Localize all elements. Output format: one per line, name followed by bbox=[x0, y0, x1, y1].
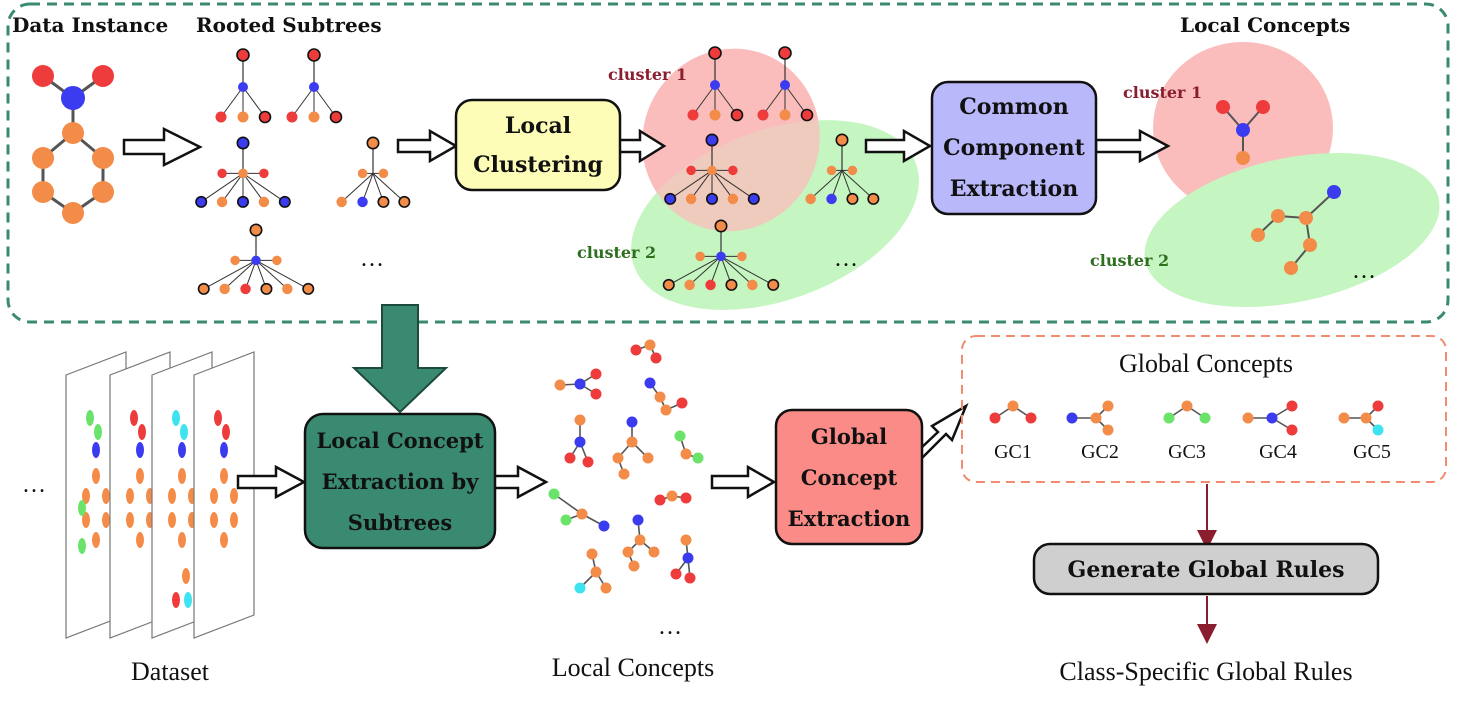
local-concepts-ellipsis: … bbox=[658, 614, 682, 640]
dataset-page bbox=[193, 351, 255, 639]
generate-global-rules-box bbox=[1032, 542, 1380, 596]
gce-line1: Global bbox=[811, 424, 887, 449]
data-instance-label: Data Instance bbox=[12, 13, 168, 37]
generate-global-rules-label: Generate Global Rules bbox=[1068, 557, 1345, 583]
local-concepts-scatter bbox=[548, 339, 704, 594]
arrow-subtrees-to-clustering bbox=[396, 128, 459, 164]
lce-line3: Subtrees bbox=[348, 510, 452, 535]
rooted-subtrees-group bbox=[195, 46, 880, 295]
class-specific-rules-label: Class-Specific Global Rules bbox=[1059, 657, 1352, 686]
global-concept-icon bbox=[989, 400, 1037, 424]
local-clustering-line2: Clustering bbox=[473, 152, 603, 178]
local-concept-cluster2 bbox=[1251, 185, 1341, 275]
common-component-line1: Common bbox=[959, 94, 1068, 120]
local-concept bbox=[670, 534, 696, 584]
cluster-2-label: cluster 2 bbox=[577, 243, 656, 262]
rooted-subtree bbox=[197, 223, 315, 295]
rooted-subtree bbox=[664, 133, 760, 205]
rooted-subtree bbox=[805, 133, 880, 205]
local-concept bbox=[574, 548, 612, 594]
data-instance-nodes bbox=[32, 65, 114, 224]
lce-line1: Local Concept bbox=[317, 428, 484, 453]
cluster-1-overlap bbox=[642, 48, 820, 232]
rooted-subtrees-label: Rooted Subtrees bbox=[196, 13, 382, 37]
local-clustering-line1: Local bbox=[505, 113, 571, 139]
global-concepts-title: Global Concepts bbox=[1119, 349, 1293, 378]
rooted-subtree bbox=[286, 48, 343, 124]
rooted-subtree bbox=[757, 46, 814, 122]
ellipsis-clusters: … bbox=[834, 246, 858, 272]
global-concept-label: GC3 bbox=[1168, 441, 1206, 463]
cluster-2-area-concepts bbox=[1144, 152, 1440, 308]
global-concept-icon bbox=[1163, 400, 1211, 424]
rooted-subtree bbox=[336, 136, 411, 208]
gce-line3: Extraction bbox=[788, 506, 911, 531]
rooted-subtree bbox=[662, 219, 780, 291]
local-concept bbox=[630, 339, 662, 364]
global-concept-icon bbox=[1338, 400, 1384, 436]
common-component-line3: Extraction bbox=[950, 176, 1078, 202]
ellipsis-concepts: … bbox=[1352, 258, 1376, 284]
arrow-concepts-to-global bbox=[710, 464, 777, 500]
local-concept bbox=[644, 377, 688, 416]
cluster-1-label-concepts: cluster 1 bbox=[1123, 83, 1202, 102]
local-concept-extraction-box bbox=[303, 412, 497, 550]
rooted-subtree bbox=[195, 136, 291, 208]
local-concepts-label-top: Local Concepts bbox=[1180, 13, 1350, 37]
dataset-ellipsis: … bbox=[22, 472, 46, 498]
local-concept bbox=[654, 490, 692, 506]
dataset-stack bbox=[65, 351, 255, 639]
local-concept bbox=[674, 430, 704, 464]
lce-line2: Extraction by bbox=[322, 469, 480, 494]
local-concept bbox=[612, 416, 654, 480]
global-concept-label: GC1 bbox=[994, 441, 1032, 463]
ellipsis-subtrees: … bbox=[360, 246, 384, 272]
local-concepts-label-bottom: Local Concepts bbox=[552, 653, 714, 682]
dataset-label: Dataset bbox=[131, 657, 210, 686]
global-concepts-box bbox=[961, 335, 1447, 483]
rooted-subtree bbox=[215, 48, 272, 124]
global-concepts-row: GC1 GC2 GC3 GC4 GC5 bbox=[989, 400, 1391, 463]
global-concept-label: GC2 bbox=[1081, 441, 1119, 463]
local-concept bbox=[554, 368, 602, 400]
arrow-dataset-to-extraction bbox=[236, 464, 307, 500]
arrow-clusters-to-common bbox=[864, 128, 933, 164]
local-concept bbox=[622, 514, 660, 572]
arrow-common-to-concepts bbox=[1094, 128, 1171, 164]
arrow-instance-to-subtrees bbox=[122, 126, 203, 168]
local-clustering-box bbox=[454, 98, 622, 192]
global-concept-label: GC4 bbox=[1259, 441, 1297, 463]
local-stage-region bbox=[6, 2, 1450, 324]
cluster-1-label: cluster 1 bbox=[608, 65, 687, 84]
gce-line2: Concept bbox=[801, 465, 898, 490]
local-concept bbox=[548, 488, 610, 532]
common-component-line2: Component bbox=[943, 135, 1086, 161]
common-component-extraction-box bbox=[930, 80, 1098, 216]
local-concept bbox=[564, 414, 594, 468]
local-concept-cluster1 bbox=[1216, 100, 1270, 165]
rooted-subtree bbox=[687, 46, 744, 122]
global-concept-icon bbox=[1242, 400, 1298, 436]
global-concept-extraction-box bbox=[774, 408, 924, 546]
cluster-2-label-concepts: cluster 2 bbox=[1090, 251, 1169, 270]
teal-down-arrow bbox=[351, 304, 449, 414]
global-concept-label: GC5 bbox=[1353, 441, 1391, 463]
global-concept-icon bbox=[1066, 400, 1114, 436]
